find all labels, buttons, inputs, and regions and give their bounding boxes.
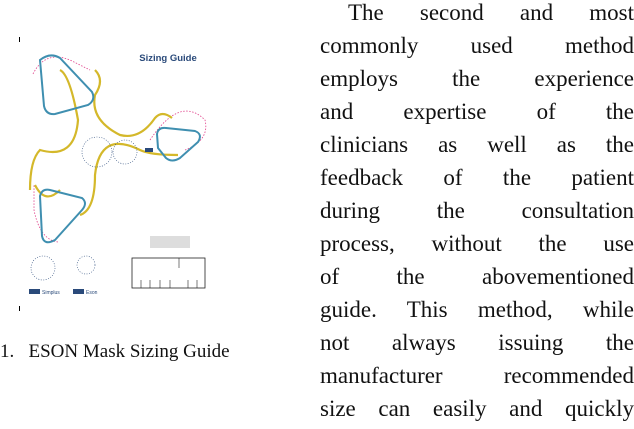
text-line: employs the experience [320,66,634,91]
text-line: manufacturer recommended [320,363,634,388]
text-line: guide. This method, while [320,297,634,322]
sizing-guide-figure: Sizing Guide Simplus Eson [19,37,207,311]
figure-caption: 1. ESON Mask Sizing Guide [0,341,230,362]
crop-mark [19,37,20,42]
label-simplus: Simplus [42,290,60,296]
mask-outline-medium [155,126,201,162]
text-line: feedback of the patient [320,165,634,190]
mask-outline-small [38,188,86,244]
text-line: commonly used method [320,33,634,58]
crop-mark [19,306,20,311]
measurement-ruler [131,257,206,289]
mask-outline-large [38,54,95,116]
text-line: and expertise of the [320,99,634,124]
guide-title: Sizing Guide [139,53,197,64]
text-line: size can easily and quickly [320,396,634,421]
text-line: during the consultation [320,198,634,223]
label-eson: Eson [86,290,98,296]
text-line: The second and most [348,0,634,25]
text-line: process, without the use [320,231,634,256]
text-line: not always issuing the [320,330,634,355]
text-line: of the abovementioned [320,264,634,289]
text-line: clinicians as well as the [320,132,634,157]
body-text-column: The second and most commonly used method… [320,0,634,429]
